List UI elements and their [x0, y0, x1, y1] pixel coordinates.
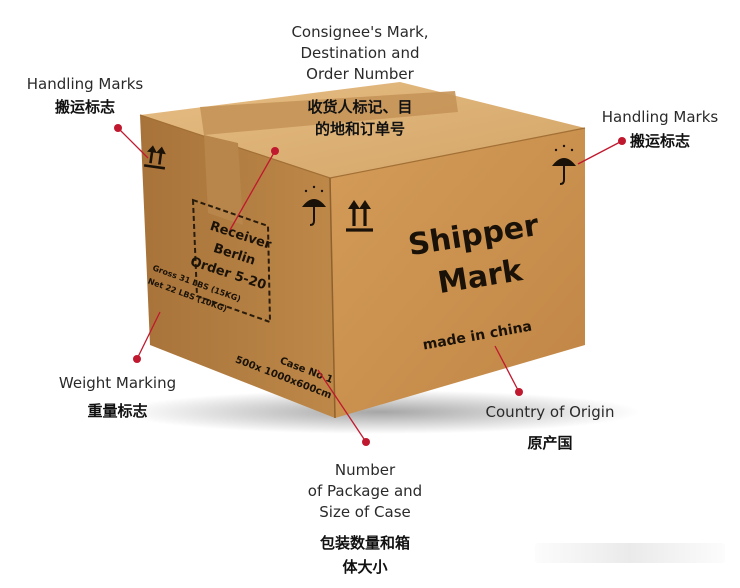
tape-top: [200, 91, 458, 135]
handling-marks-right-label-zh: 搬运标志: [629, 132, 690, 150]
leader-line-number: [317, 369, 367, 443]
box-edge-corner: [329, 177, 336, 419]
leader-line-handling-left: [117, 127, 149, 159]
leader-line-handling-right: [577, 140, 623, 165]
box-side-face: [140, 115, 335, 418]
keep-dry-umbrella-icon-front: [302, 185, 326, 226]
country-of-origin-label: Country of Origin: [485, 403, 615, 421]
receiver-dashed-frame: [191, 198, 272, 324]
consignee-mark-label-line-1: Consignee's Mark,: [291, 23, 429, 41]
weight-marking-label: Weight Marking: [58, 374, 177, 392]
this-way-up-arrows-icon-front: [346, 200, 373, 232]
leader-line-weight: [136, 311, 161, 360]
box-front-face: [330, 128, 585, 418]
handling-marks-left-label-zh: 搬运标志: [54, 98, 115, 116]
package-number-label-line-2: of Package and: [307, 482, 423, 500]
handling-marks-right-label: Handling Marks: [601, 108, 719, 126]
leader-dot-weight: [133, 355, 141, 363]
leader-lines: [114, 124, 626, 446]
consignee-mark-label-zh-line-1: 收货人标记、目: [307, 98, 413, 116]
consignee-mark-label-line-2: Destination and: [300, 44, 420, 62]
leader-dot-handling-right: [618, 137, 626, 145]
leader-dot-consignee: [271, 147, 279, 155]
package-number-label-line-1: Number: [334, 461, 396, 479]
weight-marking-label-zh: 重量标志: [87, 402, 148, 420]
this-way-up-arrows-icon-side: [143, 145, 166, 170]
leader-dot-origin: [515, 388, 523, 396]
keep-dry-umbrella-icon-right: [552, 144, 576, 185]
package-number-label-zh-line-1: 包装数量和箱: [319, 534, 410, 552]
leader-dot-handling-left: [114, 124, 122, 132]
consignee-mark-label-zh-line-2: 的地和订单号: [314, 120, 405, 138]
consignee-mark-label-line-3: Order Number: [306, 65, 414, 83]
box-shadow: [120, 390, 640, 434]
package-number-label-zh-line-2: 体大小: [342, 558, 388, 576]
tape-side: [204, 135, 243, 225]
leader-line-origin: [494, 345, 520, 393]
blurred-watermark: [535, 543, 725, 563]
package-number-label-line-3: Size of Case: [319, 503, 411, 521]
country-of-origin-label-zh: 原产国: [527, 434, 573, 452]
handling-marks-left-label: Handling Marks: [26, 75, 144, 93]
leader-dot-number: [362, 438, 370, 446]
leader-line-consignee: [229, 150, 276, 231]
